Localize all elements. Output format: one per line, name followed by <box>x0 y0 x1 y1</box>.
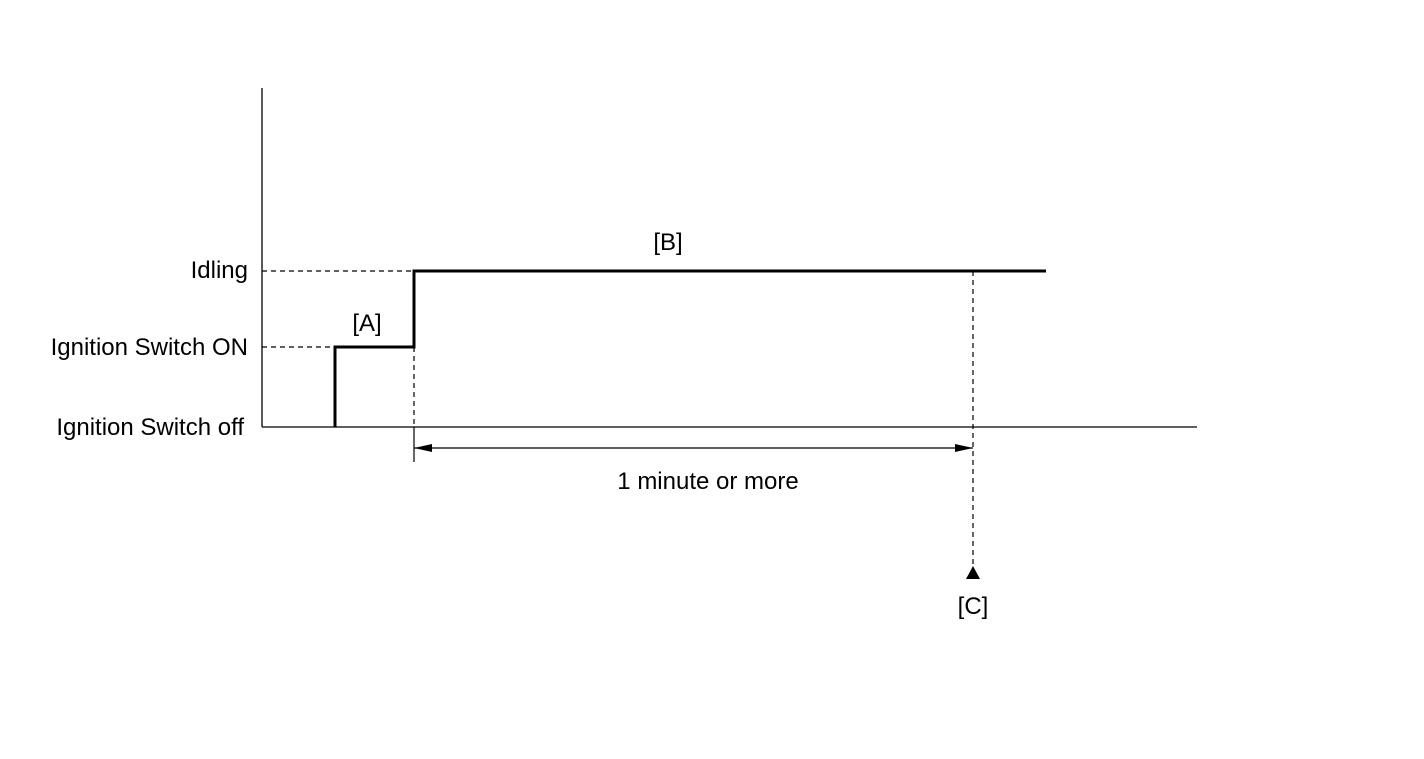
phase-marker-b: [B] <box>653 229 682 256</box>
dimension-arrow-left <box>414 444 432 452</box>
phase-marker-c: [C] <box>958 593 989 620</box>
level-label-ignition-on: Ignition Switch ON <box>51 334 248 361</box>
phase-marker-a: [A] <box>352 310 381 337</box>
level-label-ignition-off: Ignition Switch off <box>56 414 244 441</box>
signal-step-line <box>333 269 1046 427</box>
dimension-arrow-right <box>955 444 973 452</box>
level-label-idling: Idling <box>191 257 248 284</box>
duration-label: 1 minute or more <box>617 468 798 495</box>
phase-c-arrowhead-icon <box>966 566 980 579</box>
